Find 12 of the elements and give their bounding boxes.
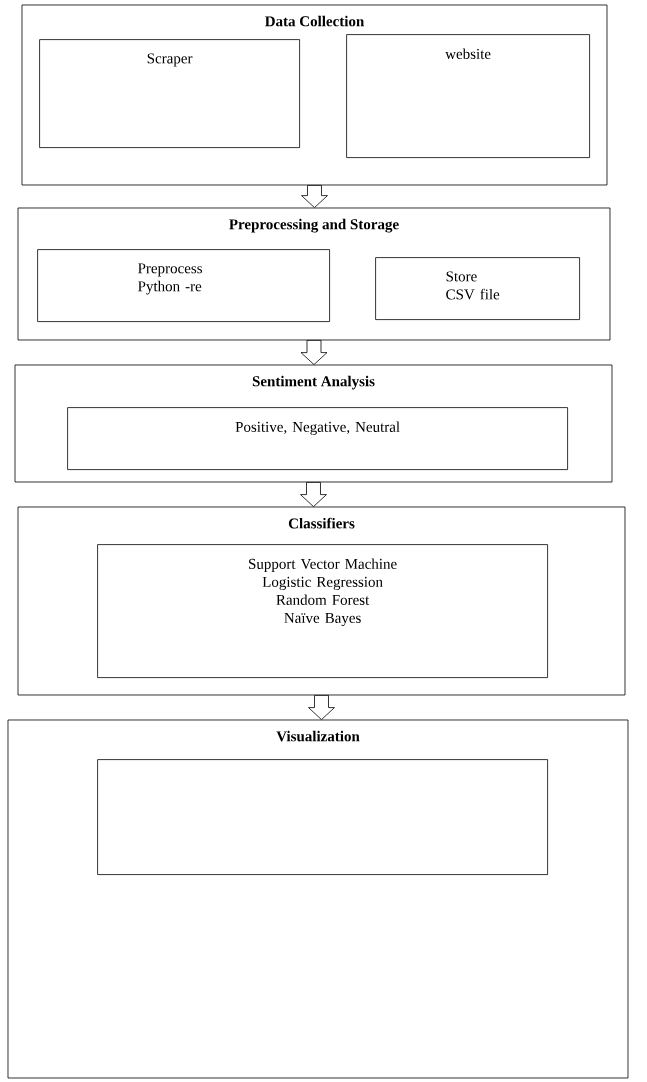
block-arrow xyxy=(308,695,335,720)
block-arrow xyxy=(300,482,327,507)
block-arrow xyxy=(300,340,328,365)
process-box: Positive, Negative, Neutral xyxy=(67,407,568,470)
stage-box: Visualization xyxy=(7,719,629,1079)
process-box: Scraper xyxy=(39,39,300,148)
block-arrow xyxy=(301,185,328,208)
process-box: website xyxy=(346,34,590,158)
process-box: Preprocess Python -re xyxy=(37,249,330,322)
process-box: Store CSV file xyxy=(375,257,580,320)
process-box: Support Vector Machine Logistic Regression Random Forest Naïve Bayes xyxy=(97,544,548,678)
empty-box xyxy=(97,759,548,875)
